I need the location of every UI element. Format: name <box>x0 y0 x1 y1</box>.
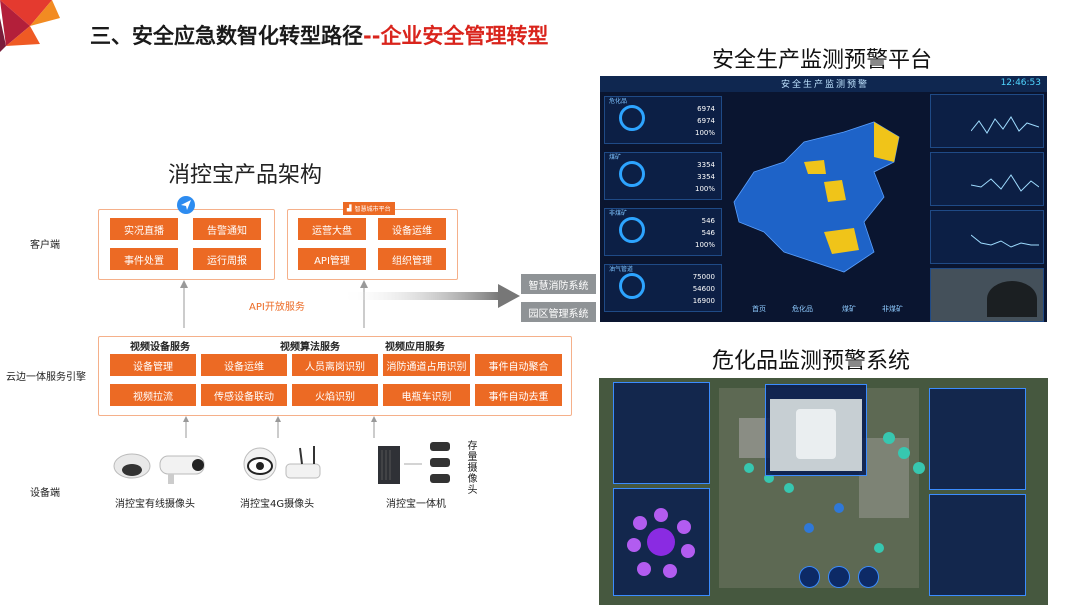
company-logo <box>0 0 60 52</box>
row-label-client: 客户端 <box>30 240 60 251</box>
wired-camera-label: 消控宝有线摄像头 <box>115 499 195 510</box>
platform-badge: ▟智慧城市平台 <box>343 202 395 215</box>
video-feed-panel <box>930 268 1044 322</box>
video-app-service-label: 视频应用服务 <box>385 342 445 353</box>
slide-title-main: 三、安全应急数智化转型路径 <box>90 24 363 48</box>
svc-absence-detect: 人员离岗识别 <box>292 354 378 376</box>
slide-title-separator: -- <box>363 24 381 48</box>
smart-fire-system: 智慧消防系统 <box>521 274 596 294</box>
slide-title-accent: 企业安全管理转型 <box>380 24 549 48</box>
architecture-title: 消控宝产品架构 <box>168 163 323 188</box>
stat-card-pipeline: 油气管道 75000 54600 16900 <box>604 264 722 312</box>
dash-tab-hazchem: 危化品 <box>792 305 813 313</box>
hazchem-system-screenshot <box>599 378 1048 605</box>
monitoring-dashboard-screenshot: 安全生产监测预警 12:46:53 危化品 6974 6974 100% 煤矿 … <box>600 76 1047 322</box>
svc-flame-detect: 火焰识别 <box>292 384 378 406</box>
app-btn-weekly: 运行周报 <box>193 248 261 270</box>
video-algorithm-service-label: 视频算法服务 <box>280 342 340 353</box>
radial-panel <box>613 488 710 596</box>
app-btn-event: 事件处置 <box>110 248 178 270</box>
coal-monitor-panel <box>930 152 1044 206</box>
svc-event-aggregate: 事件自动聚合 <box>475 354 562 376</box>
svc-fire-lane-detect: 消防通道占用识别 <box>383 354 470 376</box>
dashboard-header-title: 安全生产监测预警 <box>780 80 869 90</box>
platform-title: 安全生产监测预警平台 <box>712 48 933 73</box>
g4-camera-image <box>243 446 321 481</box>
stat-card-coal: 煤矿 3354 3354 100% <box>604 152 722 200</box>
row-label-engine: 云边一体服务引擎 <box>6 372 86 383</box>
video-device-service-label: 视频设备服务 <box>130 342 190 353</box>
api-open-service-label: API开放服务 <box>249 302 305 313</box>
svc-ebike-detect: 电瓶车识别 <box>383 384 470 406</box>
video-popup <box>765 384 867 476</box>
box-device-image <box>378 442 450 484</box>
system-title: 危化品监测预警系统 <box>712 349 911 374</box>
storage-camera-label: 存量摄像头 <box>465 440 476 495</box>
row-label-device: 设备端 <box>30 488 60 499</box>
slide-title: 三、安全应急数智化转型路径--企业安全管理转型 <box>90 20 548 50</box>
device-arrows <box>183 416 377 438</box>
paper-plane-icon <box>177 196 195 214</box>
sensor-grid-panel <box>929 494 1026 596</box>
park-management-system: 园区管理系统 <box>521 302 596 322</box>
gauge-icon <box>619 273 645 299</box>
building-icon: ▟ <box>347 205 352 212</box>
svc-event-dedupe: 事件自动去重 <box>475 384 562 406</box>
platform-btn-api: API管理 <box>298 248 366 270</box>
platform-btn-ops: 设备运维 <box>378 218 446 240</box>
dash-tab-coal: 煤矿 <box>842 305 856 313</box>
china-map <box>733 121 900 273</box>
platform-btn-org: 组织管理 <box>378 248 446 270</box>
svc-sensor-link: 传感设备联动 <box>201 384 287 406</box>
dashboard-header <box>600 76 1047 92</box>
svc-device-mgmt: 设备管理 <box>110 354 196 376</box>
platform-badge-label: 智慧城市平台 <box>354 206 391 213</box>
svc-video-stream: 视频拉流 <box>110 384 196 406</box>
stat-card-hazchem: 危化品 6974 6974 100% <box>604 96 722 144</box>
dashboard-clock: 12:46:53 <box>1000 78 1041 88</box>
info-panel-left <box>613 382 710 484</box>
stat-card-noncoal: 非煤矿 546 546 100% <box>604 208 722 256</box>
wired-camera-image <box>113 453 205 484</box>
dash-tab-noncoal: 非煤矿 <box>882 305 903 313</box>
control-icon <box>828 566 850 588</box>
app-btn-alert: 告警通知 <box>193 218 261 240</box>
info-panel-right <box>929 388 1026 490</box>
gauge-icon <box>619 105 645 131</box>
api-arrow <box>340 284 520 308</box>
control-icon <box>799 566 821 588</box>
hazchem-monitor-panel <box>930 94 1044 148</box>
platform-btn-dashboard: 运营大盘 <box>298 218 366 240</box>
control-icon <box>857 566 879 588</box>
box-device-label: 消控宝一体机 <box>386 499 446 510</box>
dash-tab-home: 首页 <box>752 305 766 313</box>
noncoal-monitor-panel <box>930 210 1044 264</box>
map-controls <box>799 566 879 588</box>
svc-device-ops: 设备运维 <box>201 354 287 376</box>
gauge-icon <box>619 161 645 187</box>
g4-camera-label: 消控宝4G摄像头 <box>240 499 315 510</box>
app-btn-live: 实况直播 <box>110 218 178 240</box>
gauge-icon <box>619 217 645 243</box>
